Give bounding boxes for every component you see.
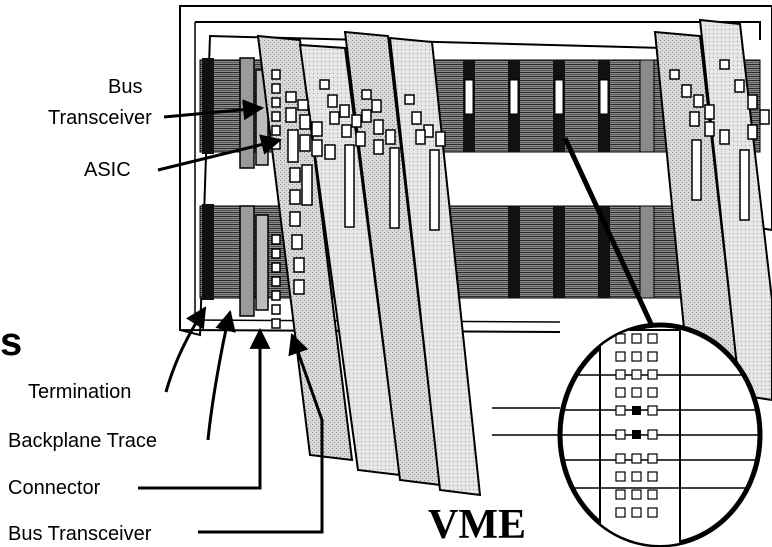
label-termination: Termination	[28, 381, 131, 403]
arrow-connector	[138, 330, 260, 488]
label-bus-transceiver-top-line2: Transceiver	[48, 107, 152, 129]
label-backplane-trace: Backplane Trace	[8, 430, 157, 452]
vme-title: VME	[428, 502, 526, 547]
label-asic: ASIC	[84, 159, 131, 181]
label-bus-transceiver-top-line1: Bus	[108, 76, 142, 98]
partial-text: s	[0, 320, 22, 364]
label-connector: Connector	[8, 477, 101, 499]
trace-lines	[492, 408, 560, 435]
connector-left	[240, 58, 268, 316]
label-bus-transceiver-bottom: Bus Transceiver	[8, 523, 152, 545]
